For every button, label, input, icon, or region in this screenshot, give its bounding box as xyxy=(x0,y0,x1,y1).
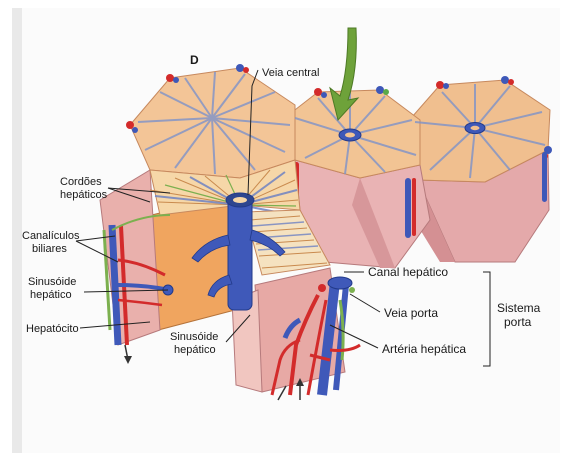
central-vein-column xyxy=(228,198,252,310)
central-vein-right-lumen xyxy=(471,126,480,130)
panel-letter: D xyxy=(190,53,199,67)
label-sinusoide-bottom-line1: Sinusóide xyxy=(170,331,218,343)
central-vein-middle-lumen xyxy=(345,133,355,138)
label-sinusoide-left-line1: Sinusóide xyxy=(28,276,76,288)
label-arteria-hepatica: Artéria hepática xyxy=(382,342,466,356)
label-sinusoide-left-line2: hepático xyxy=(30,289,72,301)
label-hepatocito: Hepatócito xyxy=(26,323,79,335)
label-sistema-line2: porta xyxy=(504,315,532,329)
label-veia-porta: Veia porta xyxy=(384,306,438,320)
label-cordoes-line2: hepáticos xyxy=(60,189,108,201)
central-vein-lumen xyxy=(233,197,247,203)
label-veia-central: Veia central xyxy=(262,67,319,79)
label-canal-hepatico: Canal hepático xyxy=(368,265,448,279)
label-canaliculos-line2: biliares xyxy=(32,243,67,255)
label-sinusoide-bottom-line2: hepático xyxy=(174,344,216,356)
scan-edge-shadow xyxy=(12,8,22,453)
label-canaliculos-line1: Canalículos xyxy=(22,230,80,242)
label-cordoes-line1: Cordões xyxy=(60,176,102,188)
label-sistema-line1: Sistema xyxy=(497,301,541,315)
